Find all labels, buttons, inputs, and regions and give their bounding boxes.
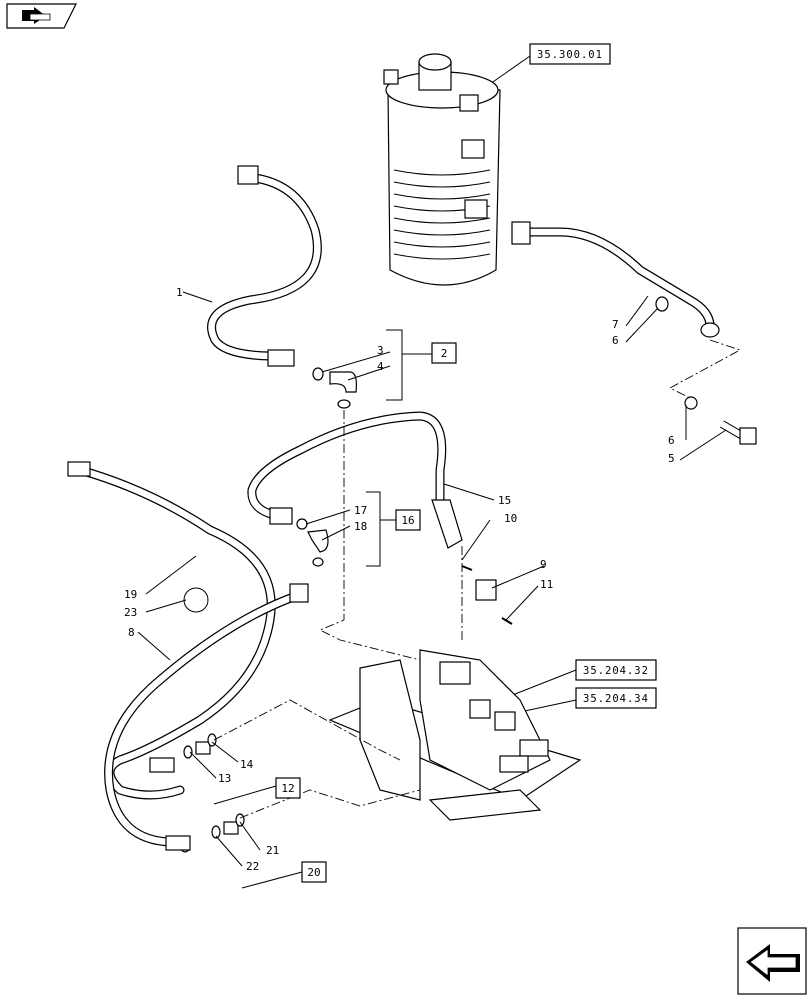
callout-11[interactable]: 11	[540, 578, 553, 591]
callout-6-lower[interactable]: 6	[668, 434, 675, 447]
callout-6-upper[interactable]: 6	[612, 334, 619, 347]
ref-label-top: 35.300.01	[537, 49, 603, 61]
callout-19[interactable]: 19	[124, 588, 137, 601]
callout-1[interactable]: 1	[176, 286, 183, 299]
next-page-arrow-icon[interactable]	[737, 927, 807, 995]
callout-4[interactable]: 4	[377, 360, 384, 373]
filter-assembly	[383, 53, 501, 286]
ref-box-valve-a[interactable]: 35.204.32	[575, 659, 657, 681]
box-12-label: 12	[281, 782, 294, 795]
box-2[interactable]: 2	[431, 342, 457, 364]
callout-23[interactable]: 23	[124, 606, 137, 619]
box-2-label: 2	[441, 347, 448, 360]
ref-label-valve-a: 35.204.32	[583, 665, 649, 677]
ref-box-top[interactable]: 35.300.01	[529, 43, 611, 65]
hose-19	[67, 461, 276, 800]
hose-15	[247, 411, 463, 549]
callout-13[interactable]: 13	[218, 772, 231, 785]
callout-15[interactable]: 15	[498, 494, 511, 507]
ref-box-valve-b[interactable]: 35.204.34	[575, 687, 657, 709]
callout-5[interactable]: 5	[668, 452, 675, 465]
box-20-label: 20	[307, 866, 320, 879]
callout-18[interactable]: 18	[354, 520, 367, 533]
box-16[interactable]: 16	[395, 509, 421, 531]
box-16-label: 16	[401, 514, 414, 527]
banjo-bolt	[719, 420, 757, 445]
hose-1	[207, 165, 322, 367]
callout-8[interactable]: 8	[128, 626, 135, 639]
callout-21[interactable]: 21	[266, 844, 279, 857]
control-valve	[328, 649, 582, 821]
leader-lines	[137, 291, 727, 867]
return-tube	[511, 221, 720, 338]
callout-22[interactable]: 22	[246, 860, 259, 873]
callout-17[interactable]: 17	[354, 504, 367, 517]
callout-7[interactable]: 7	[612, 318, 619, 331]
callout-14[interactable]: 14	[240, 758, 254, 771]
callout-9[interactable]: 9	[540, 558, 547, 571]
callout-3[interactable]: 3	[377, 344, 384, 357]
ref-label-valve-b: 35.204.34	[583, 693, 649, 705]
book-arrow-icon[interactable]	[6, 3, 77, 29]
callout-10[interactable]: 10	[504, 512, 517, 525]
box-20[interactable]: 20	[301, 861, 327, 883]
box-12[interactable]: 12	[275, 777, 301, 799]
hose-8	[104, 583, 309, 853]
